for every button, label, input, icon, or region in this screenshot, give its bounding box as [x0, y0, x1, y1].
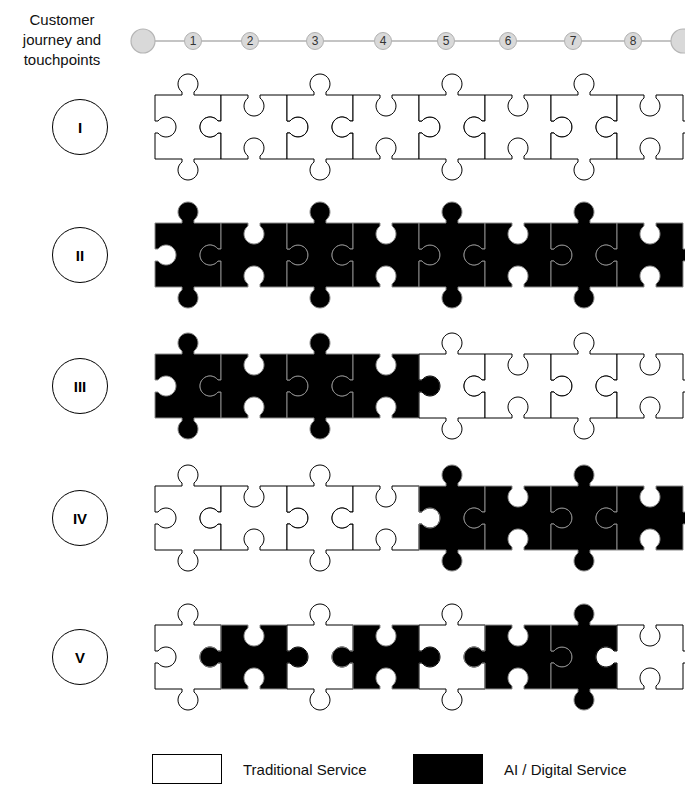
touchpoint-circle: 3 [306, 32, 324, 50]
row-numeral: V [75, 650, 85, 665]
timeline-connector [517, 40, 564, 42]
puzzle-row [155, 604, 685, 710]
traditional-piece [596, 354, 685, 418]
touchpoint-number: 1 [190, 35, 197, 47]
traditional-piece [596, 625, 685, 689]
puzzle-row [155, 465, 685, 571]
timeline-connector [455, 40, 499, 42]
timeline-end [671, 29, 685, 53]
touchpoint-circle: 1 [184, 32, 202, 50]
touchpoint-circle: 7 [564, 32, 582, 50]
row-circle: III [52, 358, 108, 414]
puzzle-row [155, 333, 685, 439]
row-numeral: I [78, 120, 82, 135]
row-circle: I [52, 99, 108, 155]
timeline-connector [202, 40, 241, 42]
timeline-connector [324, 40, 374, 42]
digital-piece [596, 486, 685, 550]
timeline-connector [392, 40, 437, 42]
touchpoint-number: 3 [312, 35, 319, 47]
timeline-line [155, 40, 184, 42]
row-circle: V [52, 629, 108, 685]
legend-entry: AI / Digital Service [413, 754, 627, 784]
legend-label: AI / Digital Service [504, 761, 627, 778]
row-circle: IV [52, 490, 108, 546]
legend-label: Traditional Service [243, 761, 367, 778]
row-numeral: III [74, 379, 87, 394]
row-numeral: II [76, 248, 84, 263]
touchpoint-circle: 2 [241, 32, 259, 50]
axis-title: Customer journey and touchpoints [12, 10, 112, 70]
touchpoint-number: 5 [443, 35, 450, 47]
touchpoint-number: 6 [505, 35, 512, 47]
timeline-end [131, 29, 155, 53]
legend-entry: Traditional Service [152, 754, 367, 784]
touchpoint-circle: 8 [624, 32, 642, 50]
touchpoint-number: 4 [380, 35, 387, 47]
puzzle-row [155, 74, 685, 180]
timeline-line [642, 40, 671, 42]
touchpoint-number: 2 [247, 35, 254, 47]
touchpoint-circle: 5 [437, 32, 455, 50]
traditional-piece [596, 95, 685, 159]
legend-swatch [152, 754, 222, 784]
digital-piece [596, 223, 685, 287]
legend-swatch [413, 754, 483, 784]
touchpoint-number: 8 [630, 35, 637, 47]
row-numeral: IV [73, 511, 87, 526]
row-circle: II [52, 227, 108, 283]
puzzle-row [155, 202, 685, 308]
touchpoint-circle: 4 [374, 32, 392, 50]
timeline-connector [582, 40, 624, 42]
touchpoint-circle: 6 [499, 32, 517, 50]
touchpoint-number: 7 [570, 35, 577, 47]
timeline-connector [259, 40, 306, 42]
